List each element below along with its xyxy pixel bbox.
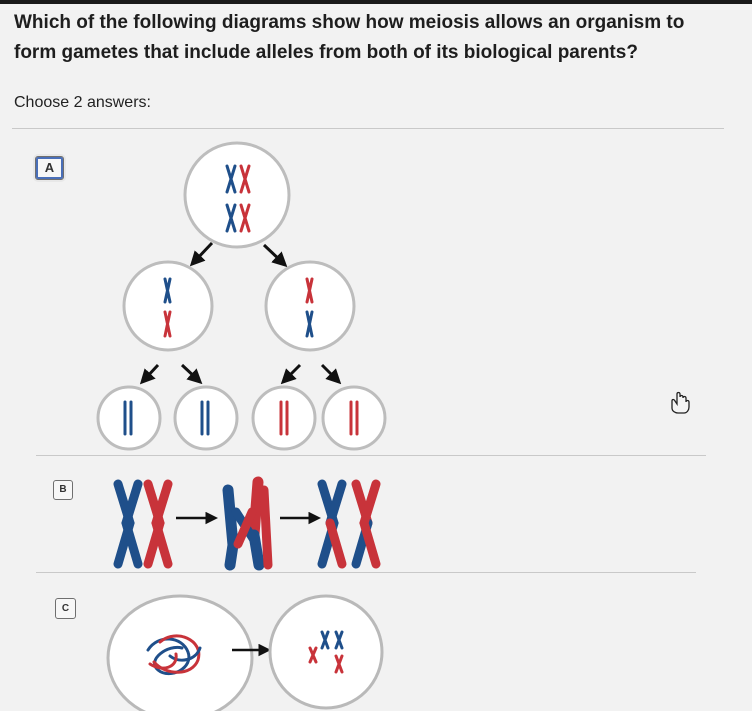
condensed-chromosomes [308,630,344,674]
chromosome-pair-2 [317,479,381,569]
gamete-cells [96,385,387,451]
question-line-2: form gametes that include alleles from b… [14,42,638,63]
hand-pointer-icon [671,391,690,414]
arrow-icon [189,241,288,268]
choice-a-checkbox[interactable]: A [35,156,64,180]
parent-chromosomes [225,164,251,233]
divider-top [12,128,724,129]
tangled-chromatin [146,634,202,676]
parent-cell [183,141,291,249]
choice-b-checkbox[interactable]: B [53,480,73,500]
gamete-chromosomes [123,400,359,436]
choice-c-label: C [61,603,70,614]
diagram-c[interactable] [106,594,384,711]
cell-condensed [268,594,384,710]
crossing-over-chromosomes [222,476,273,571]
choice-a-label: A [44,160,55,175]
daughter-cell-1 [122,260,214,352]
choice-c-checkbox[interactable]: C [55,598,76,619]
diagram-a[interactable] [96,141,387,451]
divider-a-b [36,455,706,456]
top-bar [0,0,752,4]
divider-b-c [36,572,696,573]
arrow-icon [139,363,342,385]
cell-tangled [106,594,254,711]
question-text: Which of the following diagrams show how… [14,8,750,68]
daughter-cell-2 [264,260,356,352]
chromosome-pair-1 [113,479,173,569]
daughter-2-chromosomes [305,277,314,338]
daughter-1-chromosomes [163,277,172,338]
instruction-text: Choose 2 answers: [14,94,151,111]
choice-b-label: B [59,484,67,495]
diagram-b[interactable] [113,476,381,571]
question-line-1: Which of the following diagrams show how… [14,12,685,33]
